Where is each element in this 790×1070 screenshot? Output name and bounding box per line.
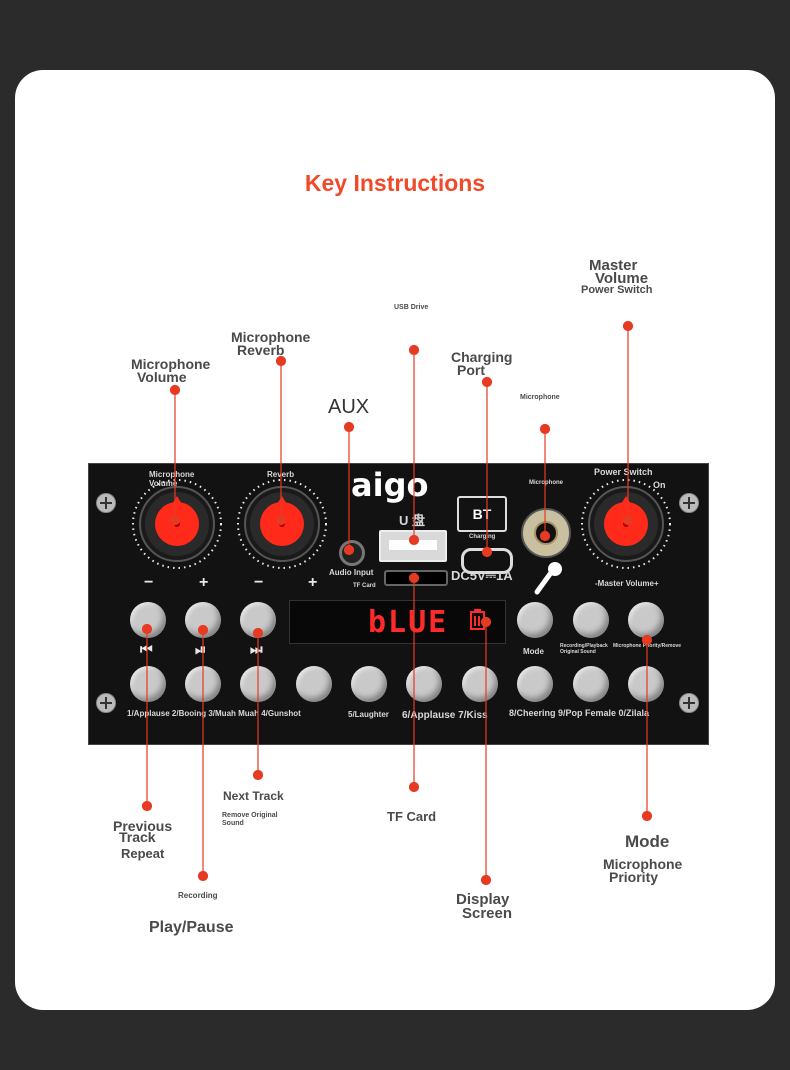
sound-button-3[interactable] xyxy=(240,666,276,702)
mode-button[interactable] xyxy=(517,602,553,638)
tf-card-slot[interactable] xyxy=(384,570,448,586)
recording-playback-button[interactable] xyxy=(573,602,609,638)
next-icon: ⏭ xyxy=(250,642,263,658)
master-volume-label: -Master Volume+ xyxy=(595,579,659,588)
label-play-pause: Play/Pause xyxy=(149,919,234,936)
label-recording: Recording xyxy=(178,891,218,900)
sound-button-5[interactable] xyxy=(351,666,387,702)
screw-icon xyxy=(96,493,116,513)
master-volume-knob[interactable] xyxy=(576,474,676,574)
label-tf-card: TF Card xyxy=(387,809,437,824)
tf-card-panel-label: TF Card xyxy=(353,583,376,589)
sound-labels-1-4: 1/Applause 2/Booing 3/Muah Muah 4/Gunsho… xyxy=(127,709,301,718)
microphone-icon xyxy=(534,562,562,595)
sound-button-0[interactable] xyxy=(628,666,664,702)
sound-button-8[interactable] xyxy=(517,666,553,702)
label-power-switch: Power Switch xyxy=(581,284,653,296)
led-display: bLUE xyxy=(289,600,506,644)
mic-volume-minus: − xyxy=(144,574,154,591)
label-mode: Mode xyxy=(625,832,670,851)
power-switch-label: Power Switch xyxy=(594,467,653,477)
aigo-logo: aigo xyxy=(351,466,429,504)
usb-port[interactable] xyxy=(379,530,447,562)
next-track-button[interactable] xyxy=(240,602,276,638)
screw-icon xyxy=(679,493,699,513)
play-pause-icon: ⏯ xyxy=(195,642,207,658)
sound-button-6[interactable] xyxy=(406,666,442,702)
sound-labels-8-0: 8/Cheering 9/Pop Female 0/Zilala xyxy=(509,708,650,718)
sound-button-4[interactable] xyxy=(296,666,332,702)
reverb-plus: + xyxy=(308,574,318,591)
aux-jack[interactable] xyxy=(339,540,365,566)
display-text: bLUE xyxy=(368,605,449,640)
microphone-panel-label: Microphone xyxy=(529,480,563,486)
screw-icon xyxy=(96,693,116,713)
sound-button-2[interactable] xyxy=(185,666,221,702)
sound-button-7[interactable] xyxy=(462,666,498,702)
label-next-track: Next Track xyxy=(223,789,284,803)
label-aux: AUX xyxy=(328,396,370,418)
label-microphone: Microphone xyxy=(520,394,560,401)
mic-priority-panel-label: Microphone Priority/Remove xyxy=(613,643,682,649)
mic-volume-plus: + xyxy=(199,574,209,591)
play-pause-button[interactable] xyxy=(185,602,221,638)
sound-labels-6-7: 6/Applause 7/Kiss xyxy=(402,710,488,721)
screw-icon xyxy=(679,693,699,713)
dc-rating-label: DC5V⎓1A xyxy=(451,568,513,583)
charging-panel-label: Charging xyxy=(469,534,496,540)
reverb-minus: − xyxy=(254,574,264,591)
u-disk-label: U 盘 xyxy=(399,513,426,528)
sound-label-5: 5/Laughter xyxy=(348,710,389,719)
power-on-label: On xyxy=(653,480,666,490)
mic-reverb-knob[interactable] xyxy=(232,474,332,574)
sound-button-9[interactable] xyxy=(573,666,609,702)
microphone-jack[interactable] xyxy=(521,508,571,558)
label-repeat: Repeat xyxy=(121,846,165,861)
previous-icon: ⏮ xyxy=(140,642,153,658)
mic-priority-button[interactable] xyxy=(628,602,664,638)
audio-input-label: Audio Input xyxy=(329,568,374,577)
mic-volume-knob[interactable] xyxy=(127,474,227,574)
previous-track-button[interactable] xyxy=(130,602,166,638)
battery-icon xyxy=(470,609,485,630)
page-title: Key Instructions xyxy=(304,170,486,196)
bluetooth-icon: BT xyxy=(457,496,507,532)
sound-button-1[interactable] xyxy=(130,666,166,702)
label-usb-drive: USB Drive xyxy=(394,304,429,311)
mode-panel-label: Mode xyxy=(523,647,544,656)
